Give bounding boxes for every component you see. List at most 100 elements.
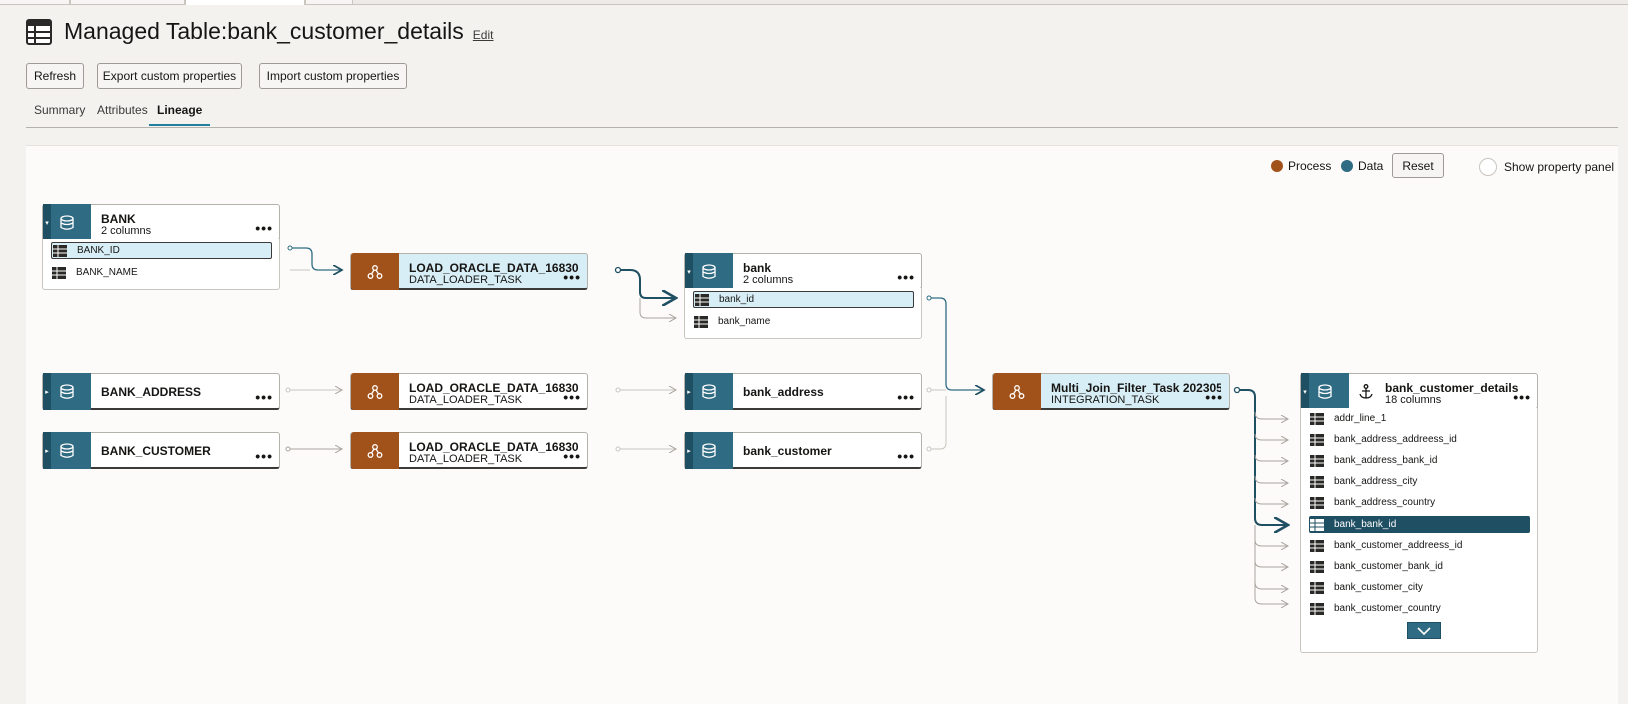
legend-data: Data [1341,159,1383,173]
column-icon [52,266,66,279]
column-item[interactable]: bank_customer_bank_id [1309,558,1530,575]
top-tab-active[interactable] [185,0,305,5]
show-property-panel-toggle[interactable] [1479,158,1497,176]
node-bank-customer-source[interactable]: ▸ BANK_CUSTOMER ••• [42,432,280,469]
column-icon [694,315,708,328]
node-title: Multi_Join_Filter_Task 202305... [1051,381,1221,395]
column-item[interactable]: bank_customer_addreess_id [1309,537,1530,554]
more-options-icon[interactable]: ••• [563,269,581,285]
process-dot-icon [1271,160,1283,172]
tab-attributes[interactable]: Attributes [97,103,148,117]
expand-chevron-icon[interactable]: ▸ [685,373,693,410]
database-icon [685,373,733,410]
more-options-icon[interactable]: ••• [255,389,273,405]
column-item[interactable]: bank_address_bank_id [1309,452,1530,469]
top-tab[interactable] [70,0,185,5]
column-icon [695,293,709,306]
node-subtitle: DATA_LOADER_TASK [409,394,523,406]
node-load-task-2[interactable]: LOAD_ORACLE_DATA_16830... DATA_LOADER_TA… [350,373,588,410]
collapse-chevron-icon[interactable]: ▾ [1301,373,1309,410]
node-title: BANK_ADDRESS [101,385,202,399]
column-item[interactable]: bank_address_addreess_id [1309,431,1530,448]
tab-lineage[interactable]: Lineage [149,103,211,126]
more-options-icon[interactable]: ••• [1205,389,1223,405]
node-bank-target[interactable]: ▾ bank 2 columns ••• [684,253,922,290]
column-icon [1310,412,1324,425]
data-dot-icon [1341,160,1353,172]
column-item[interactable]: BANK_ID [51,242,272,259]
more-options-icon[interactable]: ••• [563,389,581,405]
expand-chevron-icon[interactable]: ▸ [43,373,51,410]
column-icon [53,244,67,257]
table-icon [26,18,52,45]
node-subtitle: 2 columns [101,225,152,237]
column-icon [1310,518,1324,531]
column-icon [1310,433,1324,446]
top-tab[interactable] [0,0,70,5]
database-icon [1301,373,1349,410]
process-task-icon [351,373,399,410]
more-options-icon[interactable]: ••• [897,269,915,285]
process-task-icon [351,432,399,469]
node-load-task-1[interactable]: LOAD_ORACLE_DATA_16830... DATA_LOADER_TA… [350,253,588,290]
scroll-down-chevron-icon[interactable] [1407,622,1441,639]
more-options-icon[interactable]: ••• [897,389,915,405]
collapse-chevron-icon[interactable]: ▾ [43,204,51,241]
column-icon [1310,496,1324,509]
top-tab[interactable] [305,0,353,5]
column-icon [1310,581,1324,594]
legend-data-label: Data [1358,159,1384,173]
more-options-icon[interactable]: ••• [897,448,915,464]
node-bank-address-source[interactable]: ▸ BANK_ADDRESS ••• [42,373,280,410]
node-title: bank_customer [743,444,832,458]
node-subtitle: DATA_LOADER_TASK [409,453,523,465]
node-subtitle: 18 columns [1385,394,1442,406]
database-icon [685,432,733,469]
node-title: BANK_CUSTOMER [101,444,211,458]
node-bank-source[interactable]: ▾ BANK 2 columns ••• [42,204,280,241]
more-options-icon[interactable]: ••• [1513,389,1531,405]
node-subtitle: 2 columns [743,274,794,286]
column-item[interactable]: BANK_NAME [51,264,272,281]
column-item[interactable]: bank_address_city [1309,473,1530,490]
database-icon [685,253,733,290]
process-task-icon [993,373,1041,410]
column-item[interactable]: bank_customer_city [1309,579,1530,596]
edit-link[interactable]: Edit [472,27,494,42]
more-options-icon[interactable]: ••• [255,220,273,236]
column-item[interactable]: addr_line_1 [1309,410,1530,427]
browser-tab-strip [0,0,1628,5]
more-options-icon[interactable]: ••• [255,448,273,464]
column-item[interactable]: bank_name [693,313,914,330]
node-bank-customer-details[interactable]: ▾ bank_customer_details 18 columns ••• [1300,373,1538,410]
node-title: bank [743,261,772,275]
tab-bar: Summary Attributes Lineage [26,98,1618,128]
column-item[interactable]: bank_id [693,291,914,308]
node-bank-customer-target[interactable]: ▸ bank_customer ••• [684,432,922,469]
column-item[interactable]: bank_customer_country [1309,600,1530,617]
node-integration-task[interactable]: Multi_Join_Filter_Task 202305... INTEGRA… [992,373,1230,410]
node-title: LOAD_ORACLE_DATA_16830... [409,381,579,395]
tab-summary[interactable]: Summary [34,103,86,117]
refresh-button[interactable]: Refresh [26,63,84,89]
process-task-icon [351,253,399,290]
node-title: BANK [101,212,136,226]
collapse-chevron-icon[interactable]: ▾ [685,253,693,290]
column-item[interactable]: bank_address_country [1309,494,1530,511]
bank-target-columns: bank_id bank_name [684,288,922,339]
expand-chevron-icon[interactable]: ▸ [685,432,693,469]
details-columns: addr_line_1 bank_address_addreess_id ban… [1300,408,1538,653]
lineage-canvas[interactable]: Process Data Reset Show property panel [26,145,1618,704]
export-custom-properties-button[interactable]: Export custom properties [97,63,242,89]
more-options-icon[interactable]: ••• [563,448,581,464]
column-icon [1310,602,1324,615]
show-property-panel-label: Show property panel [1504,160,1615,174]
node-load-task-3[interactable]: LOAD_ORACLE_DATA_16830... DATA_LOADER_TA… [350,432,588,469]
column-item-selected[interactable]: bank_bank_id [1309,516,1530,533]
node-bank-address-target[interactable]: ▸ bank_address ••• [684,373,922,410]
reset-button[interactable]: Reset [1392,153,1444,178]
legend-process-label: Process [1288,159,1332,173]
column-icon [1310,560,1324,573]
expand-chevron-icon[interactable]: ▸ [43,432,51,469]
import-custom-properties-button[interactable]: Import custom properties [259,63,407,89]
